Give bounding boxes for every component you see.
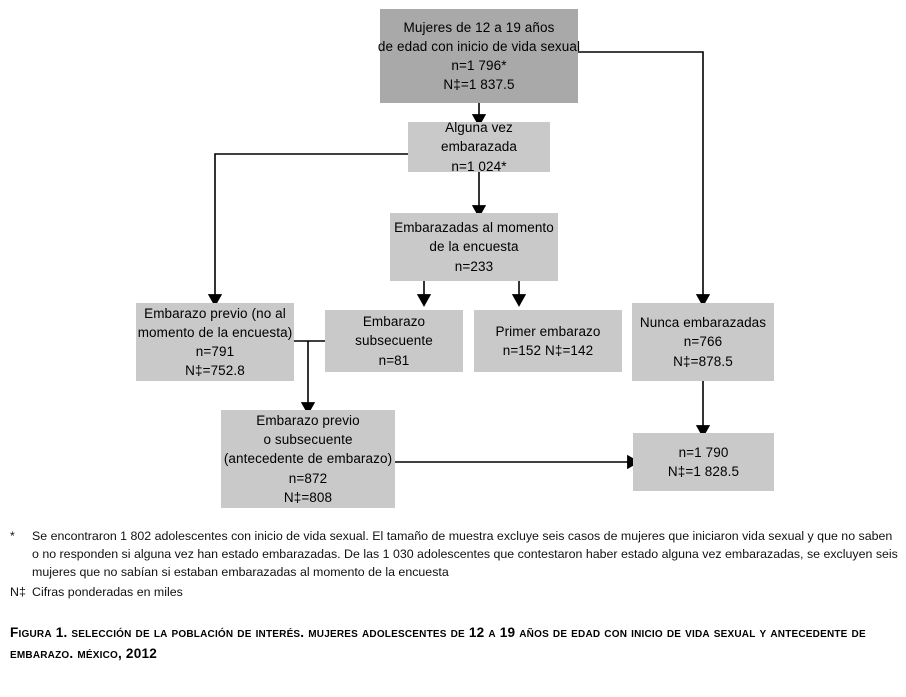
edge-alguna-vez-to-embarazo-previo [207, 153, 408, 307]
footnote-asterisk-mark: * [10, 529, 15, 543]
node-embarazo-previo-line4: N‡=752.8 [185, 363, 245, 379]
node-embarazo-previo-line1: Embarazo previo (no al [144, 305, 286, 321]
node-embarazo-previo-line2: momento de la encuesta) [137, 324, 293, 340]
node-embarazo-subsecuente-line1: Embarazo [362, 314, 426, 330]
node-embarazo-subsecuente-line3: n=81 [378, 352, 410, 368]
node-primer-embarazo-line2: n=152 N‡=142 [502, 343, 594, 358]
footnotes: * Se encontraron 1 802 adolescentes con … [10, 527, 900, 601]
node-embarazadas-momento-line3: n=233 [454, 258, 494, 274]
node-total-analitico-line1: n=1 790 [678, 444, 729, 460]
footnote-dagger-mark: N‡ [10, 584, 26, 599]
node-embarazadas-momento-encuesta: Embarazadas al momento de la encuesta n=… [390, 213, 558, 281]
node-embarazo-subsecuente: Embarazo subsecuente n=81 [325, 310, 463, 372]
flowchart-diagram: Mujeres de 12 a 19 años de edad con inic… [136, 9, 774, 508]
node-total: Mujeres de 12 a 19 años de edad con inic… [377, 9, 581, 103]
figure-caption: Figura 1. Selección de la población de i… [10, 625, 866, 662]
footnote-asterisk: * Se encontraron 1 802 adolescentes con … [10, 527, 900, 582]
node-embarazo-previo-line3: n=791 [195, 344, 235, 359]
node-alguna-vez-line1: Alguna vez [445, 120, 513, 136]
node-total-line4: N‡=1 837.5 [443, 77, 515, 93]
node-antecedente-line4: n=872 [288, 470, 328, 486]
node-alguna-vez-line3: n=1 024* [451, 158, 507, 174]
footnote-asterisk-text: Se encontraron 1 802 adolescentes con in… [32, 529, 898, 580]
footnote-dagger-text: Cifras ponderadas en miles [32, 584, 183, 599]
node-total-line1: Mujeres de 12 a 19 años [403, 19, 555, 35]
node-embarazadas-momento-line1: Embarazadas al momento [394, 220, 554, 236]
node-alguna-vez-line2: embarazada [440, 139, 518, 155]
footnote-dagger: N‡ Cifras ponderadas en miles [10, 583, 900, 601]
node-antecedente-line1: Embarazo previo [256, 413, 360, 429]
node-total-analitico-line2: N‡=1 828.5 [667, 464, 740, 479]
node-antecedente-line5: N‡=808 [283, 489, 333, 505]
node-total-line2: de edad con inicio de vida sexual [377, 38, 581, 54]
node-total-analitico: n=1 790 N‡=1 828.5 [633, 433, 774, 491]
node-embarazadas-momento-line2: de la encuesta [429, 239, 519, 255]
node-nunca-embarazadas: Nunca embarazadas n=766 N‡=878.5 [632, 303, 774, 381]
node-nunca-embarazadas-line1: Nunca embarazadas [639, 315, 767, 331]
node-embarazo-subsecuente-line2: subsecuente [355, 333, 433, 349]
node-primer-embarazo-line1: Primer embarazo [495, 323, 601, 339]
node-primer-embarazo: Primer embarazo n=152 N‡=142 [474, 310, 622, 372]
edge-total-to-nunca-embarazadas [576, 51, 711, 307]
node-nunca-embarazadas-line2: n=766 [683, 334, 723, 350]
node-total-line3: n=1 796* [451, 58, 507, 73]
node-antecedente-line2: o subsecuente [263, 432, 353, 448]
node-embarazo-previo: Embarazo previo (no al momento de la enc… [136, 303, 294, 381]
node-antecedente-embarazo: Embarazo previo o subsecuente (anteceden… [221, 410, 395, 508]
node-alguna-vez-embarazada: Alguna vez embarazada n=1 024* [408, 120, 550, 174]
node-antecedente-line3: (antecedente de embarazo) [223, 451, 393, 467]
node-nunca-embarazadas-line3: N‡=878.5 [673, 353, 733, 369]
